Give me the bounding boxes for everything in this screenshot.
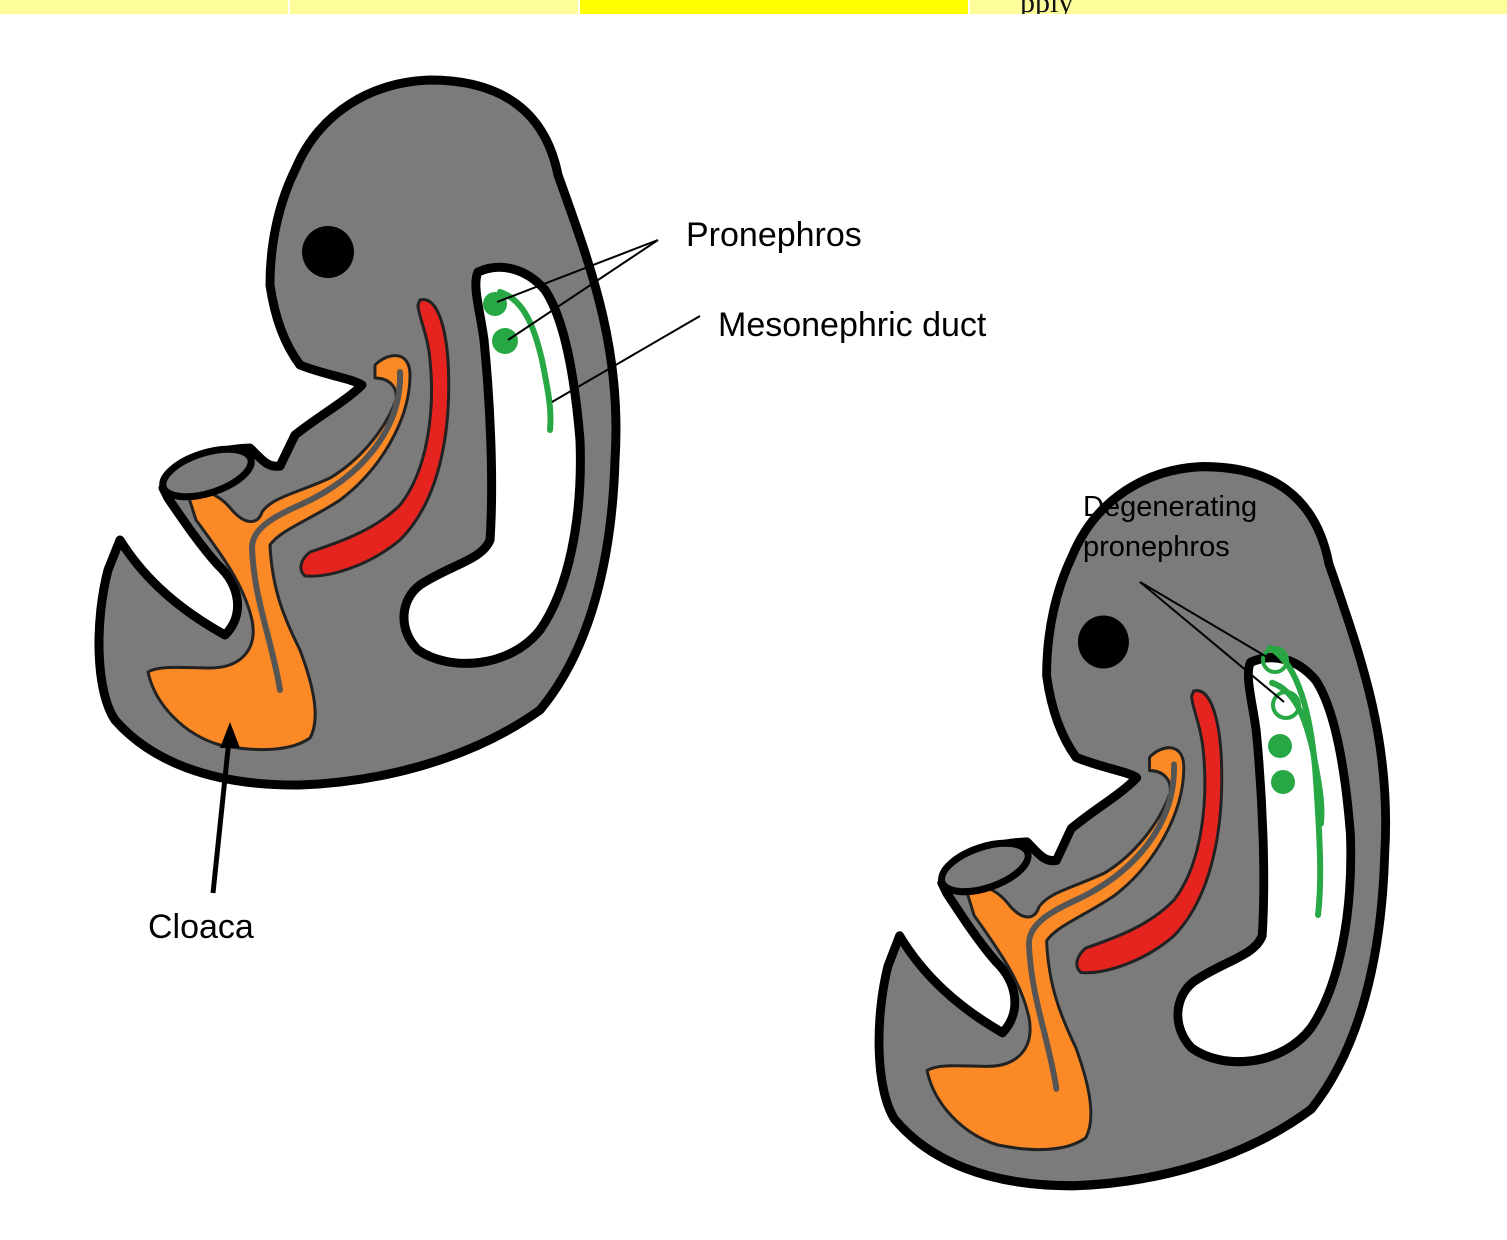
- label-degenerating-line2: pronephros: [1083, 531, 1230, 563]
- header-cell: [0, 0, 290, 14]
- pronephros-left-1: [483, 292, 507, 316]
- header-strip: pply: [0, 0, 1507, 14]
- embryo-right-shape: [879, 467, 1386, 1186]
- degenerating-pronephros-1: [1261, 646, 1289, 674]
- label-cloaca: Cloaca: [148, 908, 254, 946]
- embryo-left: Pronephros Mesonephric duct Cloaca: [99, 80, 987, 946]
- mesonephric-duct-right: [1267, 645, 1324, 918]
- degenerating-pronephros-2: [1271, 690, 1301, 720]
- header-cell: [290, 0, 580, 14]
- arrow-cloaca-head: [220, 722, 240, 748]
- embryo-left-shape: [99, 80, 616, 785]
- arrow-pronephros-1: [496, 239, 659, 303]
- mesonephros-tubule-1: [1268, 734, 1292, 758]
- arrow-mesonephric: [551, 315, 701, 403]
- header-cell-highlight: [580, 0, 970, 14]
- header-partial-text: pply: [1020, 0, 1073, 14]
- arrow-degenerating-2: [1139, 581, 1285, 703]
- arrow-degenerating-1: [1139, 581, 1273, 661]
- label-degenerating-line1: Degenerating: [1083, 491, 1257, 523]
- header-cell: pply: [970, 0, 1507, 14]
- pronephros-left-2: [492, 328, 518, 354]
- mesonephros-tubule-2: [1271, 770, 1295, 794]
- label-mesonephric-duct: Mesonephric duct: [718, 306, 987, 344]
- arrow-pronephros-2: [507, 239, 659, 341]
- arrow-cloaca: [210, 729, 233, 894]
- embryo-right: Degenerating pronephros: [879, 467, 1386, 1186]
- label-pronephros: Pronephros: [686, 216, 862, 254]
